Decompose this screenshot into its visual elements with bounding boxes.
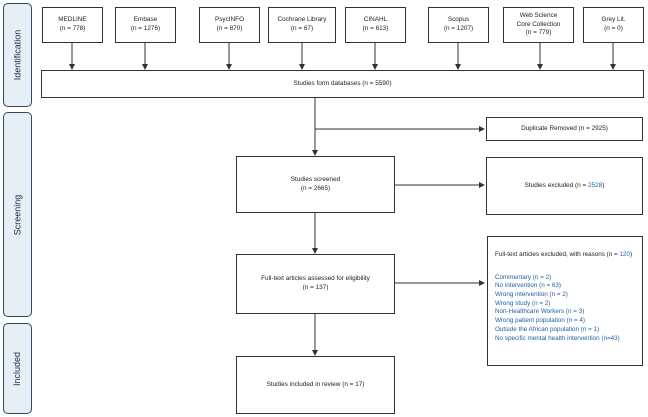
source-name: MEDLINE: [58, 16, 87, 24]
included-box: Studies included in review (n = 17): [236, 356, 395, 414]
fulltext-excluded-box: Full-text articles excluded, with reason…: [487, 236, 643, 366]
reason-item: No specific mental health intervention (…: [495, 334, 620, 342]
fulltext-excluded-close: ): [629, 251, 633, 258]
fulltext-excluded-heading: Full-text articles excluded, with reason…: [495, 251, 636, 260]
screened-line2: (n = 2665): [300, 184, 331, 192]
source-name: PsycINFO: [214, 16, 245, 24]
source-name: Scopus: [447, 16, 470, 24]
source-count: (n = 613): [362, 25, 389, 32]
source-scopus: Scopus (n = 1207): [428, 7, 489, 43]
reason-item: Wrong patient population (n = 4): [495, 317, 586, 325]
excluded-label: Studies excluded (n =: [524, 181, 589, 189]
source-psycinfo: PsycINFO (n = 870): [199, 7, 260, 43]
excluded-value: 2528: [588, 181, 603, 189]
reason-item: Outside the African population (n = 1): [495, 325, 600, 333]
reason-item: No intervention (n = 63): [495, 282, 561, 290]
source-count: (n = 67): [290, 25, 314, 32]
screened-line1: Studies screened: [290, 175, 341, 183]
excluded-close: ): [602, 181, 605, 189]
screened-box: Studies screened (n = 2665): [236, 156, 395, 213]
stage-identification: Identification: [3, 3, 32, 107]
source-name: Web Science Core Collection: [516, 12, 561, 28]
reason-item: Wrong intervention (n = 2): [495, 291, 568, 299]
source-name: Embase: [133, 16, 158, 24]
source-web-of-science: Web Science Core Collection (n = 779): [503, 7, 574, 43]
source-count: (n = 1207): [443, 25, 474, 32]
duplicates-box: Duplicate Removed (n = 2925): [486, 117, 643, 141]
source-cinahl: CINAHL (n = 613): [345, 7, 406, 43]
source-grey-lit: Grey Lit. (n = 0): [583, 7, 644, 43]
source-cochrane: Cochrane Library (n = 67): [268, 7, 336, 43]
included-text: Studies included in review (n = 17): [266, 380, 365, 388]
stage-included: Included: [3, 323, 32, 414]
source-count: (n = 778): [59, 25, 86, 32]
source-count: (n = 779): [525, 29, 552, 37]
fulltext-excluded-value: 120: [619, 251, 630, 258]
source-name: CINAHL: [363, 16, 388, 24]
excluded-box: Studies excluded (n = 2528): [486, 157, 643, 215]
fulltext-box: Full-text articles assessed for eligibil…: [236, 254, 395, 314]
fulltext-line1: Full-text articles assessed for eligibil…: [261, 275, 370, 283]
source-embase: Embase (n = 1276): [115, 7, 176, 43]
source-name: Grey Lit.: [601, 16, 626, 24]
databases-box: Studies form databases (n = 5590): [41, 70, 644, 98]
reason-item: Non-Healthcare Workers (n = 3): [495, 308, 585, 316]
duplicates-text: Duplicate Removed (n = 2925): [521, 124, 608, 132]
source-count: (n = 0): [604, 25, 623, 32]
reason-item: Wrong study (n = 2): [495, 299, 551, 307]
source-count: (n = 870): [216, 25, 243, 32]
excluded-text: Studies excluded (n = 2528): [525, 182, 605, 191]
databases-text: Studies form databases (n = 5590): [293, 79, 392, 87]
source-count: (n = 1276): [130, 25, 161, 32]
fulltext-excluded-head: Full-text articles excluded, with reason…: [495, 251, 620, 258]
source-medline: MEDLINE (n = 778): [42, 7, 103, 43]
fulltext-line2: (n = 137): [302, 284, 329, 291]
reason-item: Commentary (n = 2): [495, 273, 552, 281]
stage-screening: Screening: [3, 112, 32, 317]
source-name: Cochrane Library: [277, 16, 327, 24]
